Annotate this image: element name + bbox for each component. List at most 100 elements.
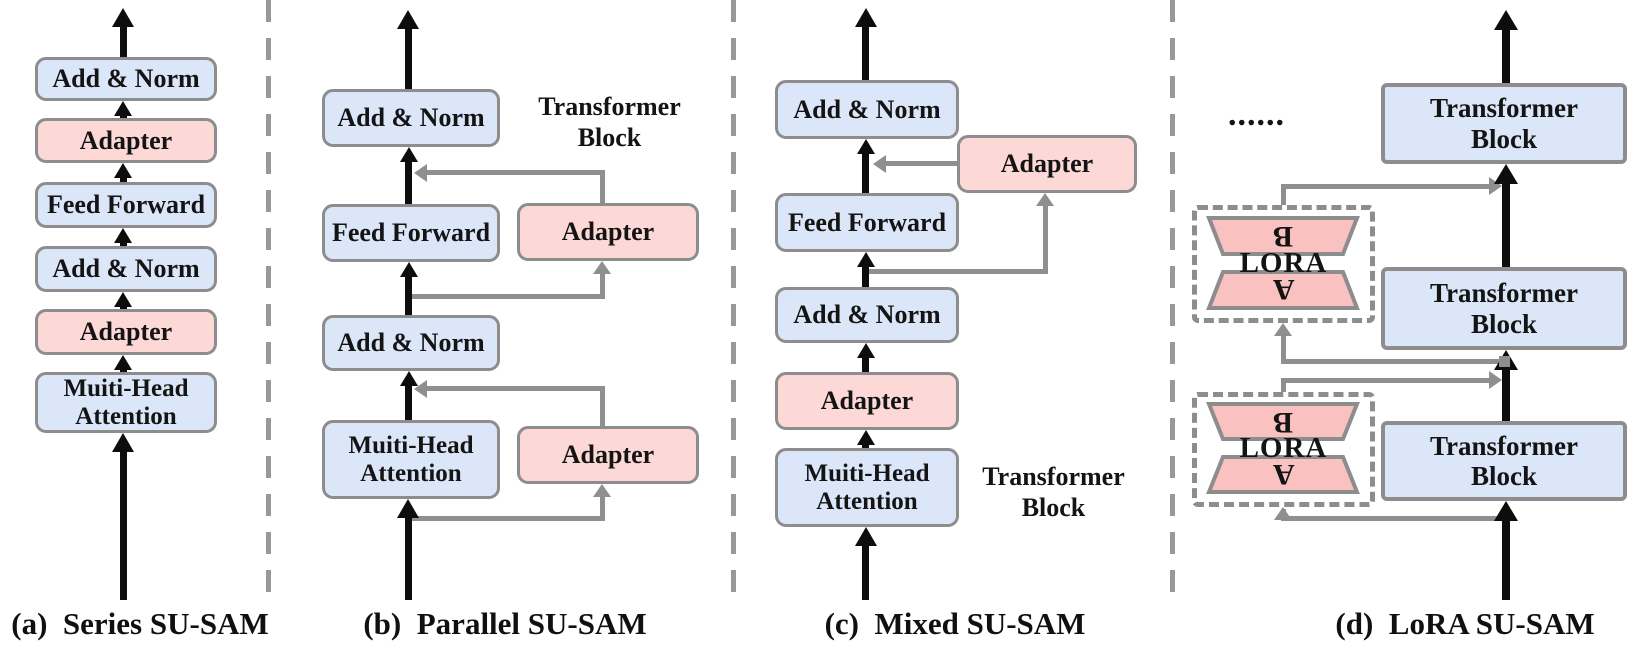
connector-junction xyxy=(1499,356,1510,367)
lora-module: B LORA A xyxy=(1192,392,1375,507)
box-label: Adapter xyxy=(1000,149,1094,179)
box-feed-forward: Feed Forward xyxy=(322,204,500,262)
flow-arrow-shaft xyxy=(862,24,869,80)
box-label: Add & Norm xyxy=(52,64,200,94)
lora-title-row: LORA xyxy=(1197,246,1370,280)
connector-arrowhead xyxy=(414,164,427,182)
transformer-block-label: Transformer Block xyxy=(982,462,1125,522)
lora-a-row: A xyxy=(1197,455,1370,492)
box-label: Add & Norm xyxy=(52,254,200,284)
flow-arrow-shaft xyxy=(1502,182,1510,267)
box-feed-forward: Feed Forward xyxy=(35,182,217,228)
box-add-norm: Add & Norm xyxy=(35,57,217,101)
box-multi-head-attention: Muiti-Head Attention xyxy=(322,420,500,499)
box-feed-forward: Feed Forward xyxy=(775,193,959,252)
box-label: Add & Norm xyxy=(793,300,941,330)
box-label: Muiti-Head Attention xyxy=(804,459,930,515)
connector-arrowhead xyxy=(593,261,611,274)
connector-segment xyxy=(866,269,1048,274)
lora-title: LORA xyxy=(1239,431,1328,464)
box-add-norm: Add & Norm xyxy=(322,315,500,371)
flow-arrow-shaft xyxy=(120,240,127,246)
flow-arrowhead xyxy=(400,147,418,162)
flow-arrow-shaft xyxy=(120,304,127,309)
connector-arrowhead xyxy=(873,155,886,173)
trapezoid-a xyxy=(1206,270,1360,310)
box-multi-head-attention: Muiti-Head Attention xyxy=(35,372,217,433)
flow-arrow-shaft xyxy=(120,113,127,118)
flow-arrowhead xyxy=(855,527,877,546)
lora-trapezoids xyxy=(1206,216,1360,310)
flow-arrow-shaft xyxy=(405,515,412,600)
flow-arrow-shaft xyxy=(862,442,869,448)
flow-arrow-shaft xyxy=(405,383,412,420)
box-adapter: Adapter xyxy=(517,426,699,484)
flow-arrowhead xyxy=(855,8,877,27)
flow-arrowhead xyxy=(1494,501,1518,521)
flow-arrowhead xyxy=(114,101,132,116)
lora-a-label: A xyxy=(1272,457,1295,491)
box-transformer-block: Transformer Block xyxy=(1381,421,1627,501)
connector-segment xyxy=(600,388,605,426)
caption-a: (a) Series SU-SAM xyxy=(11,606,269,641)
flow-arrowhead xyxy=(114,355,132,370)
box-label: Add & Norm xyxy=(337,328,485,358)
box-label: Add & Norm xyxy=(337,103,485,133)
flow-arrowhead xyxy=(114,163,132,178)
connector-segment xyxy=(1281,378,1489,383)
panel-divider-bc xyxy=(731,0,736,602)
box-label: Feed Forward xyxy=(331,218,491,248)
box-label: Feed Forward xyxy=(46,190,206,220)
box-label: Transformer Block xyxy=(1430,93,1578,154)
box-label: Muiti-Head Attention xyxy=(63,374,189,430)
box-label: Adapter xyxy=(561,217,655,247)
connector-arrowhead xyxy=(1489,371,1502,389)
flow-arrow-shaft xyxy=(862,264,869,287)
flow-arrowhead xyxy=(397,10,419,29)
flow-arrowhead xyxy=(112,433,134,452)
connector-segment xyxy=(600,495,605,518)
flow-arrow-shaft xyxy=(862,543,869,600)
lora-title-row: LORA xyxy=(1197,431,1370,465)
box-transformer-block: Transformer Block xyxy=(1381,83,1627,164)
flow-arrowhead xyxy=(857,139,875,154)
connector-segment xyxy=(1281,381,1286,392)
connector-segment xyxy=(409,516,605,521)
connector-segment xyxy=(1281,516,1511,521)
box-transformer-block: Transformer Block xyxy=(1381,267,1627,350)
box-label: Add & Norm xyxy=(793,94,941,124)
flow-arrowhead xyxy=(112,8,134,27)
lora-trapezoids xyxy=(1206,402,1360,494)
connector-segment xyxy=(1281,187,1286,205)
box-adapter: Adapter xyxy=(517,203,699,261)
flow-arrow-shaft xyxy=(120,175,127,182)
lora-a-label: A xyxy=(1272,273,1295,306)
connector-arrowhead xyxy=(1274,507,1292,520)
connector-segment xyxy=(1043,206,1048,271)
flow-arrowhead xyxy=(857,343,875,358)
panel-divider-cd xyxy=(1170,0,1175,602)
connector-segment xyxy=(427,386,605,391)
flow-arrowhead xyxy=(1494,164,1518,184)
connector-arrowhead xyxy=(593,484,611,497)
panel-divider-ab xyxy=(266,0,271,602)
flow-arrow-shaft xyxy=(120,450,127,600)
trapezoid-a xyxy=(1206,455,1360,494)
connector-segment xyxy=(600,172,605,203)
flow-arrow-shaft xyxy=(1502,368,1510,421)
box-adapter: Adapter xyxy=(775,372,959,430)
connector-segment xyxy=(1281,184,1489,189)
flow-arrow-shaft xyxy=(405,274,412,315)
connector-segment xyxy=(409,294,605,299)
connector-segment xyxy=(886,161,957,166)
transformer-block-label: Transformer Block xyxy=(538,92,681,152)
flow-arrow-shaft xyxy=(862,151,869,193)
flow-arrow-shaft xyxy=(405,26,412,89)
flow-arrow-shaft xyxy=(1502,26,1510,83)
flow-arrowhead xyxy=(857,252,875,267)
connector-arrowhead xyxy=(1036,193,1054,206)
